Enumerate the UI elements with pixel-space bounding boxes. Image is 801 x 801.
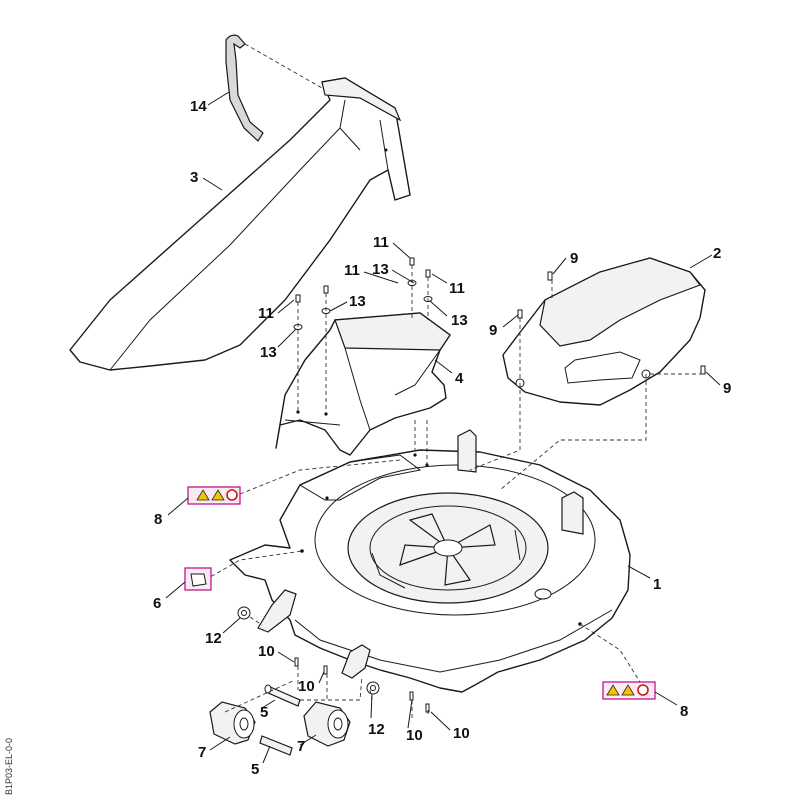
part-8-decal-lower xyxy=(602,681,656,700)
part-8-decal-upper xyxy=(187,486,241,505)
part-12-nut-right xyxy=(366,681,380,695)
assembly-lines xyxy=(204,43,703,720)
callout-4: 4 xyxy=(455,370,464,387)
callout-2: 2 xyxy=(713,245,721,262)
part-1-mower-deck xyxy=(229,429,631,693)
callout-13: 13 xyxy=(372,261,389,278)
part-7-roller-left xyxy=(209,701,256,745)
part-7-roller-right xyxy=(303,701,351,747)
fasteners xyxy=(293,257,706,713)
callout-8: 8 xyxy=(154,511,162,528)
callout-6: 6 xyxy=(153,595,161,612)
part-3-chute xyxy=(69,77,411,371)
part-4-chute-adaptor xyxy=(275,312,451,456)
part-12-nut-left xyxy=(237,606,251,620)
callout-9: 9 xyxy=(723,380,731,397)
callout-1: 1 xyxy=(653,576,661,593)
callout-5: 5 xyxy=(251,761,259,778)
callout-11: 11 xyxy=(449,280,465,297)
part-6-decal xyxy=(184,567,212,591)
callout-13: 13 xyxy=(451,312,468,329)
callout-7: 7 xyxy=(297,738,305,755)
callout-10: 10 xyxy=(453,725,470,742)
callout-11: 11 xyxy=(258,305,274,322)
part-5-axle-upper xyxy=(264,684,301,707)
callout-8: 8 xyxy=(680,703,688,720)
part-2-belt-cover xyxy=(502,257,706,406)
leader-lines xyxy=(165,91,721,764)
callout-12: 12 xyxy=(205,630,222,647)
callout-13: 13 xyxy=(260,344,277,361)
callout-7: 7 xyxy=(198,744,206,761)
callout-3: 3 xyxy=(190,169,198,186)
callout-labels: 14 3 11 11 11 11 13 13 13 13 4 2 9 9 9 8… xyxy=(153,98,731,778)
callout-13: 13 xyxy=(349,293,366,310)
callout-11: 11 xyxy=(373,234,389,251)
callout-11: 11 xyxy=(344,262,360,279)
callout-14: 14 xyxy=(190,98,207,115)
part-5-axle-lower xyxy=(259,735,293,756)
callout-5: 5 xyxy=(260,704,268,721)
drawing-code: B1P03-EL-0-0 xyxy=(4,738,14,795)
callout-10: 10 xyxy=(298,678,315,695)
callout-10: 10 xyxy=(258,643,275,660)
callout-10: 10 xyxy=(406,727,423,744)
callout-12: 12 xyxy=(368,721,385,738)
blade-hub xyxy=(399,513,496,586)
callout-9: 9 xyxy=(489,322,497,339)
callout-9: 9 xyxy=(570,250,578,267)
